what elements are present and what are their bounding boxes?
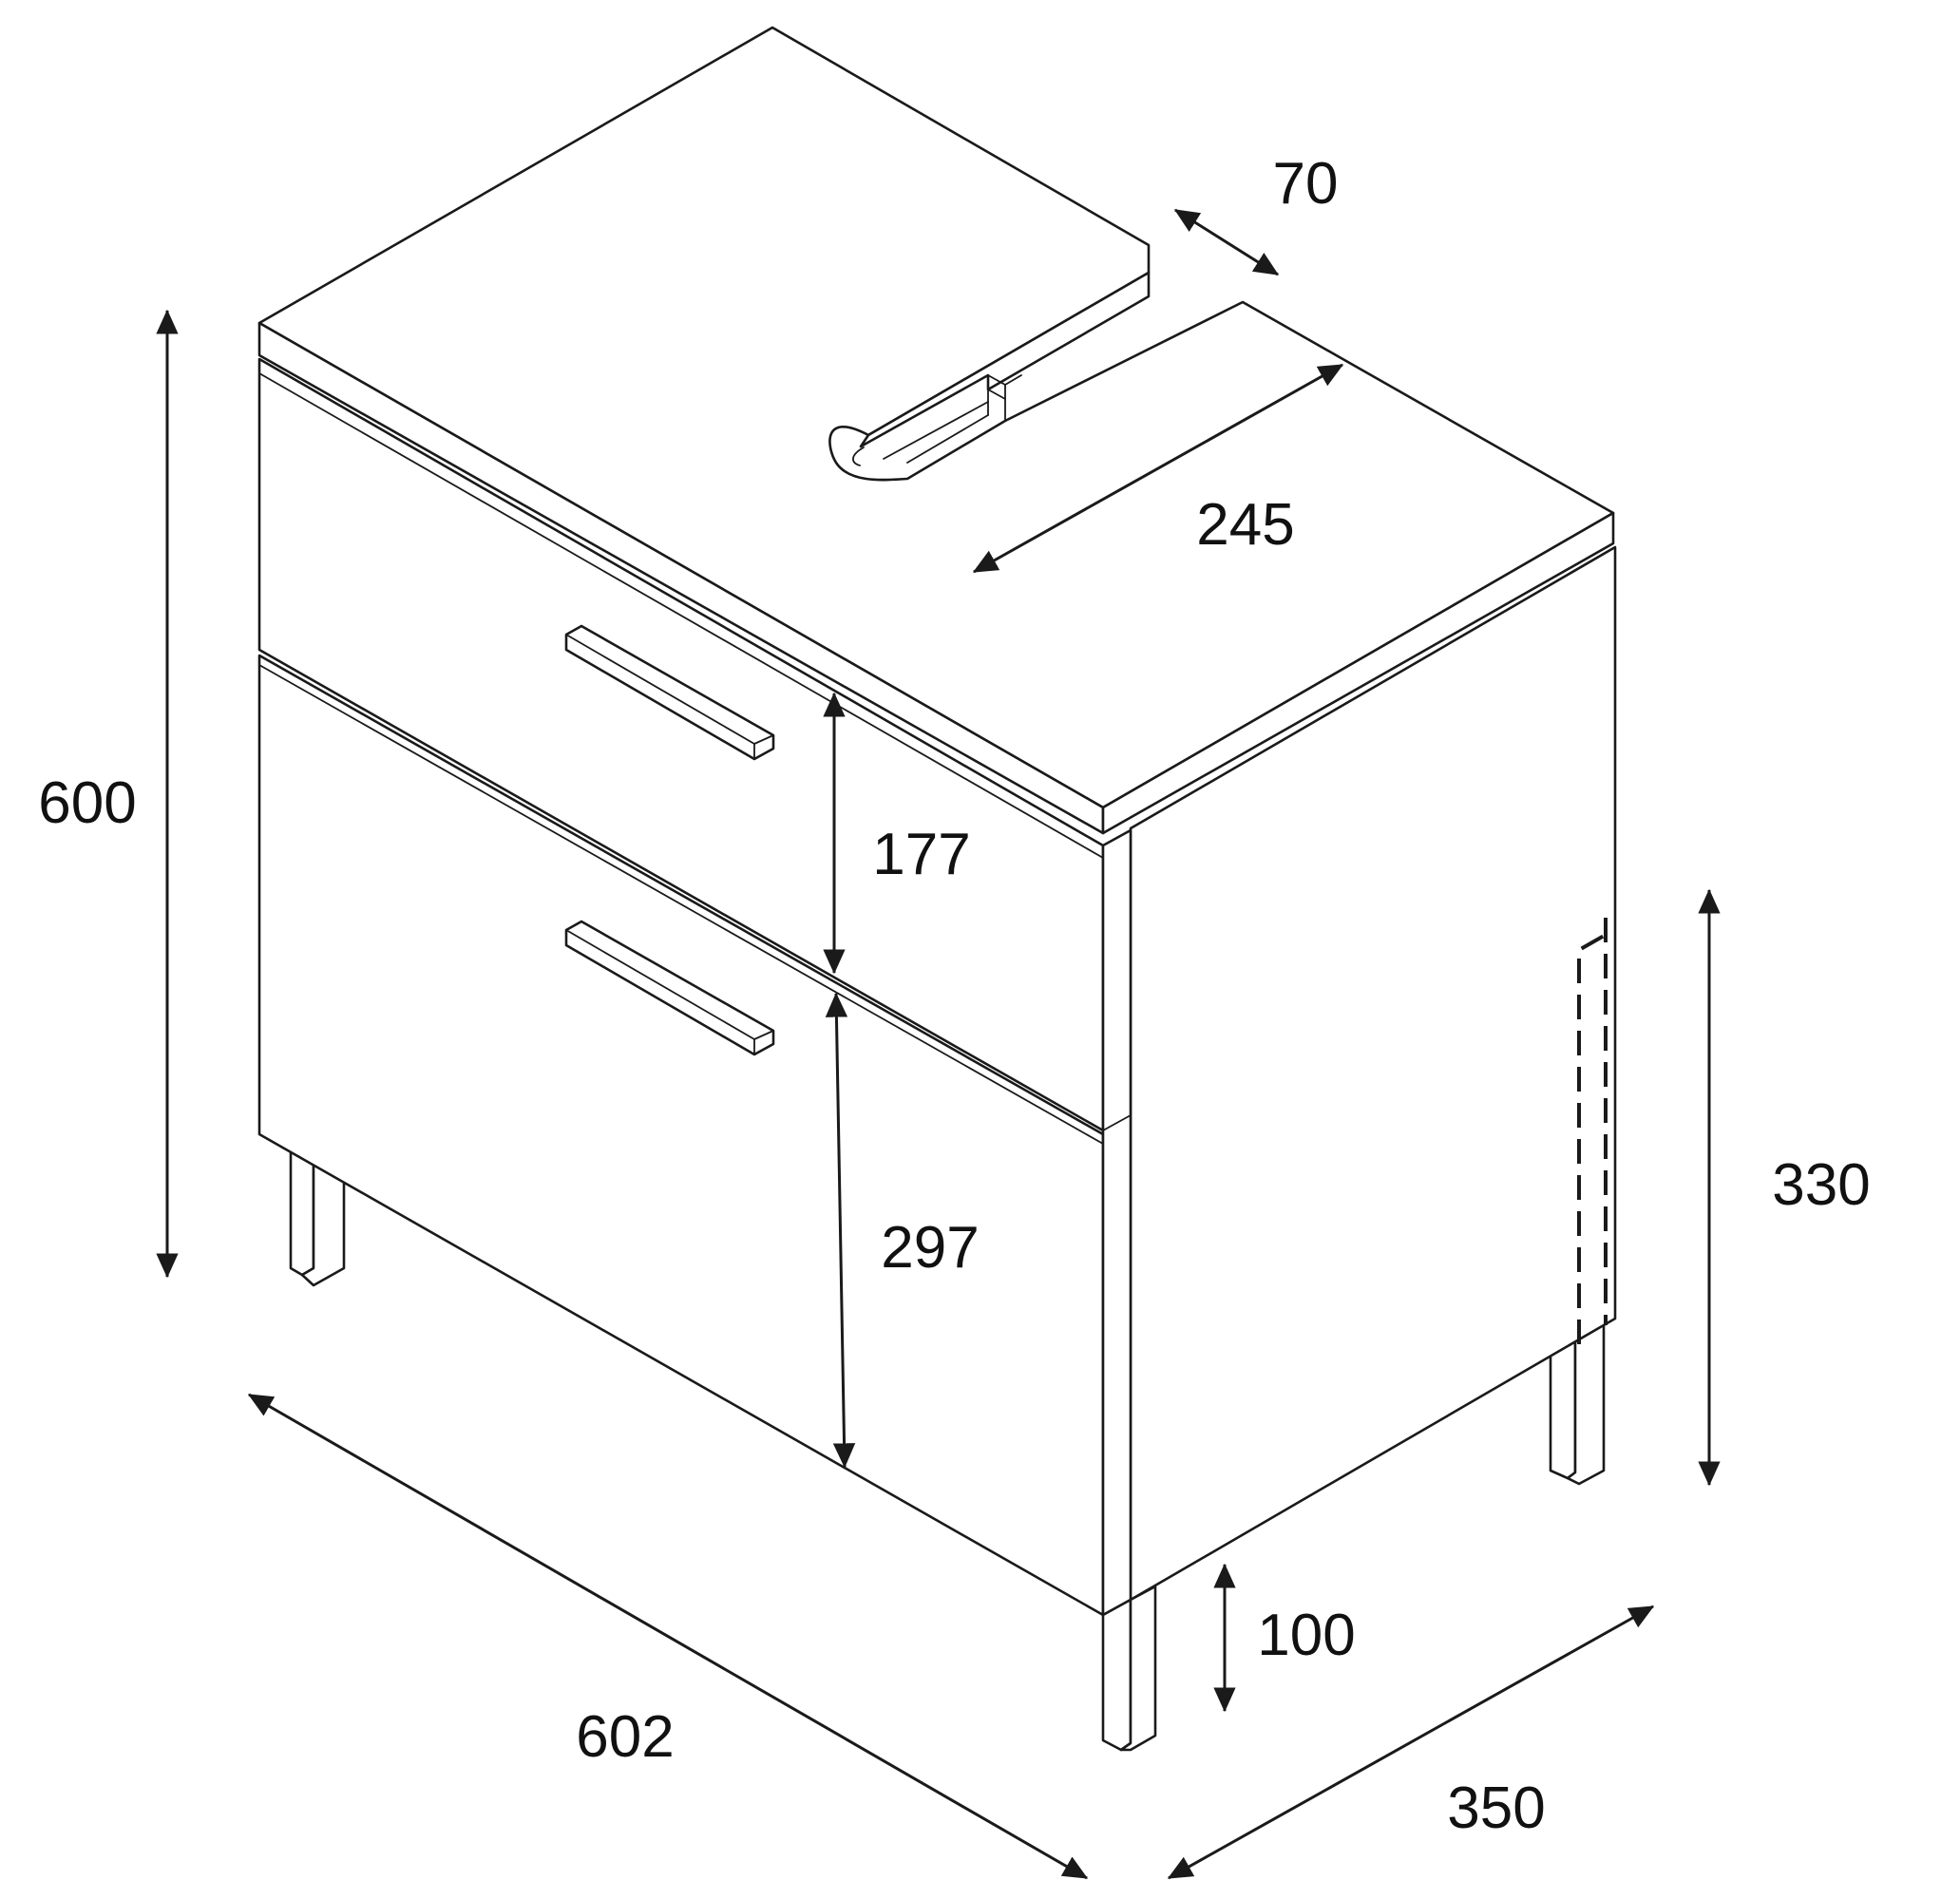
top-drawer-handle — [564, 624, 775, 761]
label-width: 602 — [576, 1704, 674, 1770]
cabinet — [257, 26, 1617, 1752]
leg-front-right — [1101, 1585, 1157, 1752]
countertop-right-edge — [1101, 511, 1615, 835]
dimension-labels: 600 602 350 177 297 100 330 245 70 — [38, 151, 1870, 1841]
label-bottom-drawer: 297 — [881, 1215, 979, 1281]
dim-line-cutout-width — [1173, 208, 1280, 276]
dim-line-depth — [1167, 1605, 1655, 1880]
rear-cutout-outline — [1577, 918, 1608, 1344]
leg-back-right — [1549, 1313, 1606, 1486]
label-cutout-width: 70 — [1273, 151, 1339, 217]
label-cutout-depth: 245 — [1196, 492, 1294, 558]
label-total-height: 600 — [38, 770, 136, 836]
dimension-lines — [156, 208, 1721, 1880]
bottom-drawer-handle — [564, 920, 775, 1056]
label-leg: 100 — [1257, 1603, 1355, 1668]
label-top-drawer: 177 — [872, 822, 970, 887]
label-rear-cutout: 330 — [1772, 1152, 1870, 1218]
front-edge-strip — [1101, 828, 1132, 1617]
dim-line-width — [247, 1393, 1089, 1880]
countertop-top — [257, 26, 1615, 809]
leg-back-left — [289, 1146, 346, 1287]
dim-line-bottom-drawer — [825, 992, 856, 1469]
dim-line-cutout-depth — [972, 363, 1344, 574]
label-depth: 350 — [1447, 1776, 1545, 1841]
